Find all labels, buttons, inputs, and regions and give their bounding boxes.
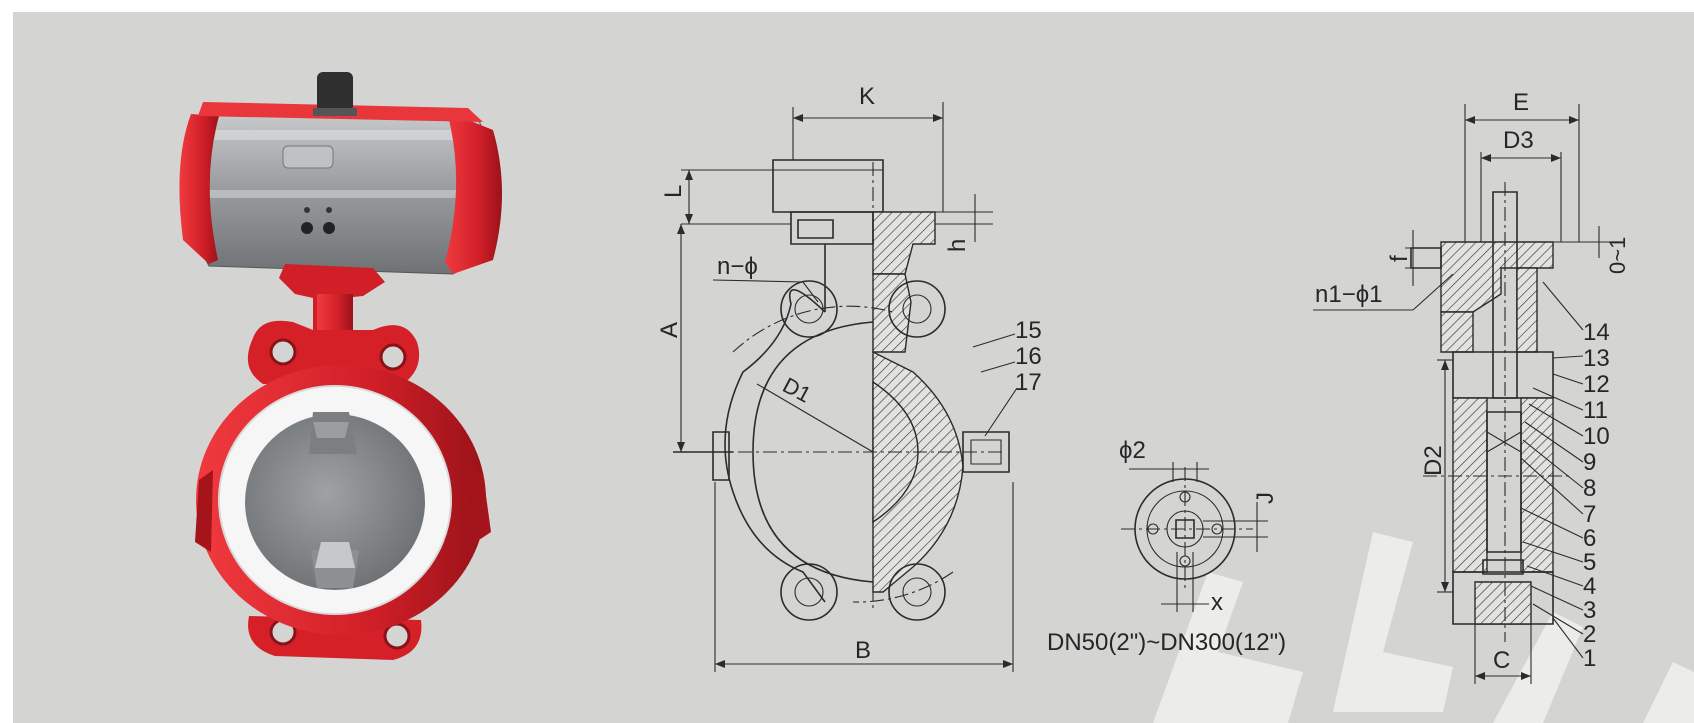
front-view: D1 K L h A n−ϕ B — [656, 83, 1042, 672]
part-14: 14 — [1583, 319, 1610, 346]
valve-drawing: D1 K L h A n−ϕ B — [179, 72, 1694, 723]
side-view: E D3 f n1−ϕ1 0~1 D2 C — [1313, 89, 1630, 684]
part-3: 3 — [1583, 597, 1596, 624]
dim-f: f — [1386, 255, 1413, 262]
part-16: 16 — [1015, 343, 1042, 370]
valve-photo — [179, 72, 502, 660]
watermark — [1153, 532, 1694, 723]
dim-x: x — [1211, 589, 1223, 616]
dim-d1: D1 — [779, 372, 816, 407]
diagram-panel: D1 K L h A n−ϕ B — [13, 12, 1694, 723]
part-4: 4 — [1583, 573, 1596, 600]
stem-detail-view: ϕ2 J x DN50(2")~DN300(12") — [1047, 437, 1286, 656]
dim-e: E — [1513, 89, 1529, 116]
dim-l: L — [660, 185, 687, 198]
part-1: 1 — [1583, 645, 1596, 672]
part-5: 5 — [1583, 549, 1596, 576]
part-10: 10 — [1583, 423, 1610, 450]
dim-d2: D2 — [1420, 445, 1447, 476]
dim-c: C — [1493, 647, 1510, 674]
dim-phi2: ϕ2 — [1119, 437, 1146, 464]
dim-b: B — [855, 637, 871, 664]
dim-a: A — [656, 322, 683, 338]
dim-k: K — [859, 83, 875, 110]
part-2: 2 — [1583, 621, 1596, 648]
dim-n-phi: n−ϕ — [717, 253, 758, 280]
part-15: 15 — [1015, 317, 1042, 344]
part-8: 8 — [1583, 475, 1596, 502]
part-9: 9 — [1583, 449, 1596, 476]
part-11: 11 — [1583, 397, 1608, 424]
part-7: 7 — [1583, 501, 1596, 528]
part-6: 6 — [1583, 525, 1596, 552]
dim-d3: D3 — [1503, 127, 1534, 154]
part-17: 17 — [1015, 369, 1042, 396]
tolerance-0-1: 0~1 — [1605, 237, 1630, 274]
size-range-caption: DN50(2")~DN300(12") — [1047, 629, 1286, 656]
part-leaders — [1520, 281, 1584, 659]
part-13: 13 — [1583, 345, 1610, 372]
dim-j: J — [1252, 492, 1279, 504]
dim-h: h — [944, 239, 971, 252]
dim-n1-phi1: n1−ϕ1 — [1315, 281, 1383, 308]
part-12: 12 — [1583, 371, 1610, 398]
